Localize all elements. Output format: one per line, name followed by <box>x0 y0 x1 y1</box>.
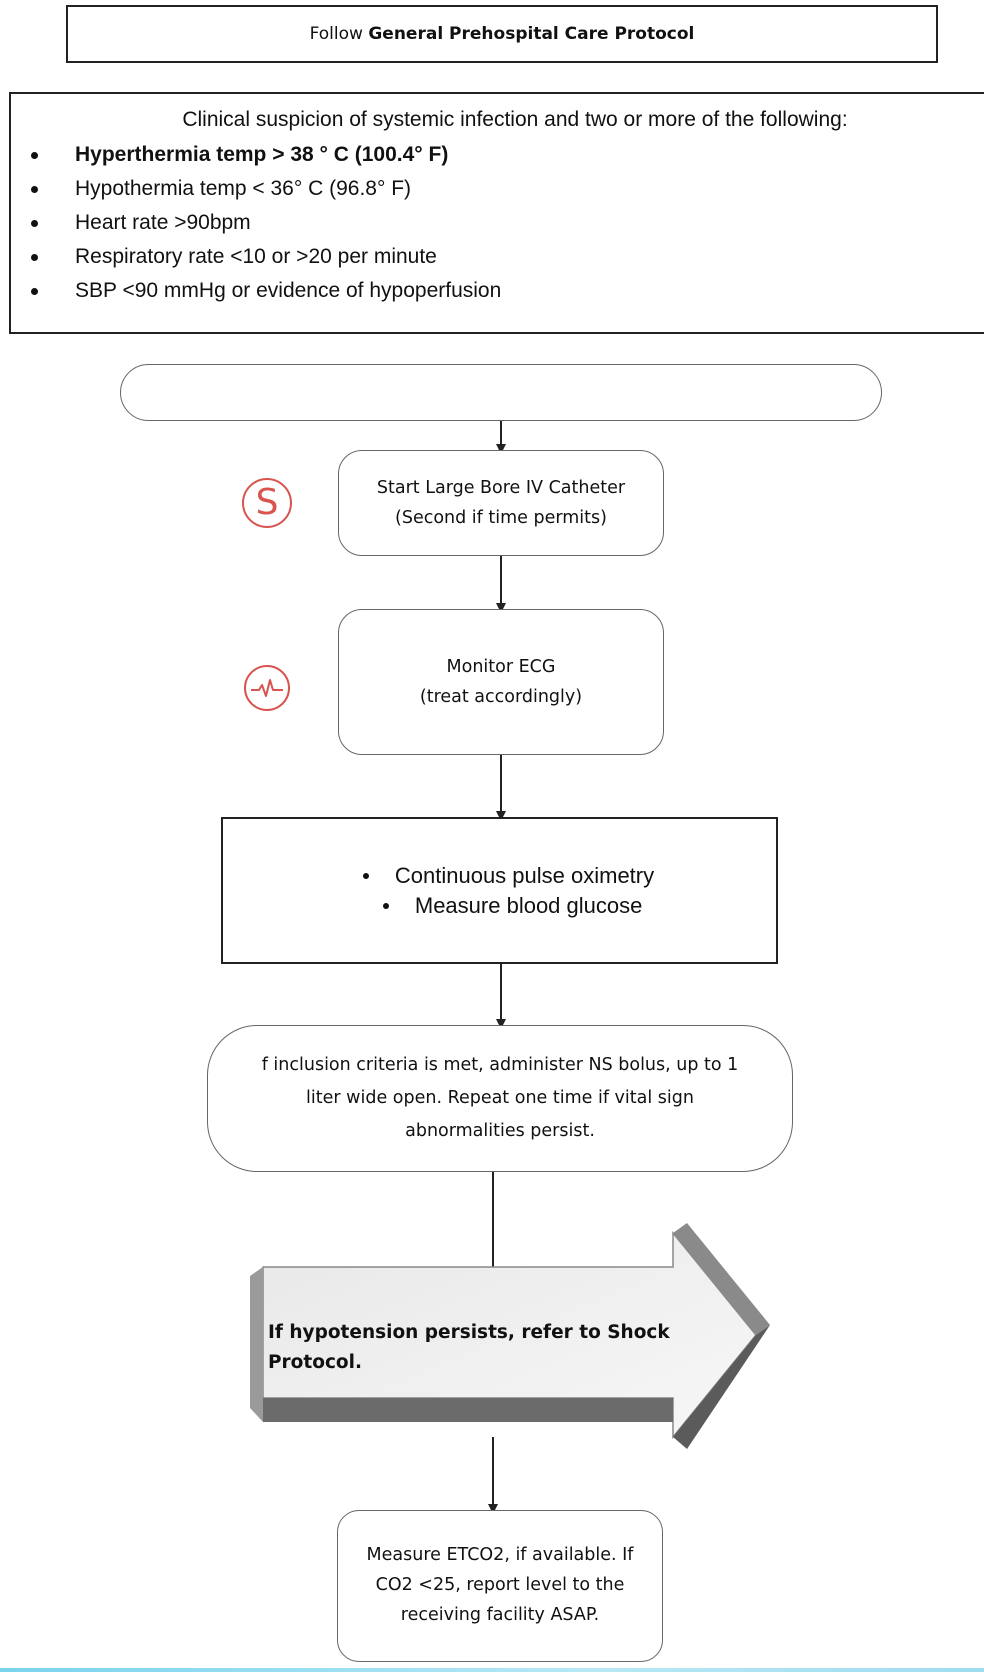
heartbeat-icon <box>244 665 290 711</box>
criteria-intro: Clinical suspicion of systemic infection… <box>182 108 848 131</box>
criteria-item-heart-rate: Heart rate >90bpm <box>25 206 984 240</box>
ecg-line2: (treat accordingly) <box>419 687 583 707</box>
etco2-text: Measure ETCO2, if available. If CO2 <25,… <box>337 1510 663 1660</box>
s-icon-letter: S <box>255 482 279 523</box>
etco2-line2: CO2 <25, report level to the <box>375 1575 625 1595</box>
shock-line2: Protocol. <box>268 1352 362 1373</box>
criteria-list: Hyperthermia temp > 38 ° C (100.4° F) Hy… <box>11 138 984 308</box>
shock-line1: If hypotension persists, refer to Shock <box>268 1322 670 1343</box>
empty-start-terminal <box>120 364 882 421</box>
criteria-item-hyperthermia: Hyperthermia temp > 38 ° C (100.4° F) <box>25 138 984 172</box>
criteria-item-hypothermia: Hypothermia temp < 36° C (96.8° F) <box>25 172 984 206</box>
shock-block-arrow <box>250 1223 770 1449</box>
ns-line3: abnormalities persist. <box>405 1121 595 1141</box>
monitor-ecg-box: Monitor ECG (treat accordingly) <box>338 609 664 755</box>
ns-line1: f inclusion criteria is met, administer … <box>261 1055 739 1075</box>
etco2-box <box>337 1510 663 1662</box>
criteria-item-respiratory-rate: Respiratory rate <10 or >20 per minute <box>25 240 984 274</box>
iv-catheter-box: Start Large Bore IV Catheter (Second if … <box>338 450 664 556</box>
header-title: General Prehospital Care Protocol <box>368 24 695 44</box>
ns-line2: liter wide open. Repeat one time if vita… <box>306 1088 694 1108</box>
inclusion-criteria-box: Clinical suspicion of systemic infection… <box>9 92 984 334</box>
shock-protocol-text: If hypotension persists, refer to Shock … <box>268 1318 688 1378</box>
protocol-header: Follow General Prehospital Care Protocol <box>66 5 938 63</box>
s-icon: S <box>242 478 292 528</box>
monitoring-box: Continuous pulse oximetry Measure blood … <box>221 817 778 964</box>
criteria-item-sbp: SBP <90 mmHg or evidence of hypoperfusio… <box>25 274 984 308</box>
header-prefix: Follow <box>309 24 363 44</box>
bottom-divider <box>0 1668 984 1672</box>
iv-line1: Start Large Bore IV Catheter <box>376 478 626 498</box>
monitor-item-pulse-oximetry: Continuous pulse oximetry <box>355 861 654 891</box>
ecg-line1: Monitor ECG <box>446 657 556 677</box>
monitoring-list: Continuous pulse oximetry Measure blood … <box>345 861 654 921</box>
iv-line2: (Second if time permits) <box>395 508 607 528</box>
etco2-line3: receiving facility ASAP. <box>400 1605 600 1625</box>
etco2-line1: Measure ETCO2, if available. If <box>366 1545 634 1565</box>
ns-bolus-box: f inclusion criteria is met, administer … <box>207 1025 793 1172</box>
monitor-item-blood-glucose: Measure blood glucose <box>375 891 654 921</box>
